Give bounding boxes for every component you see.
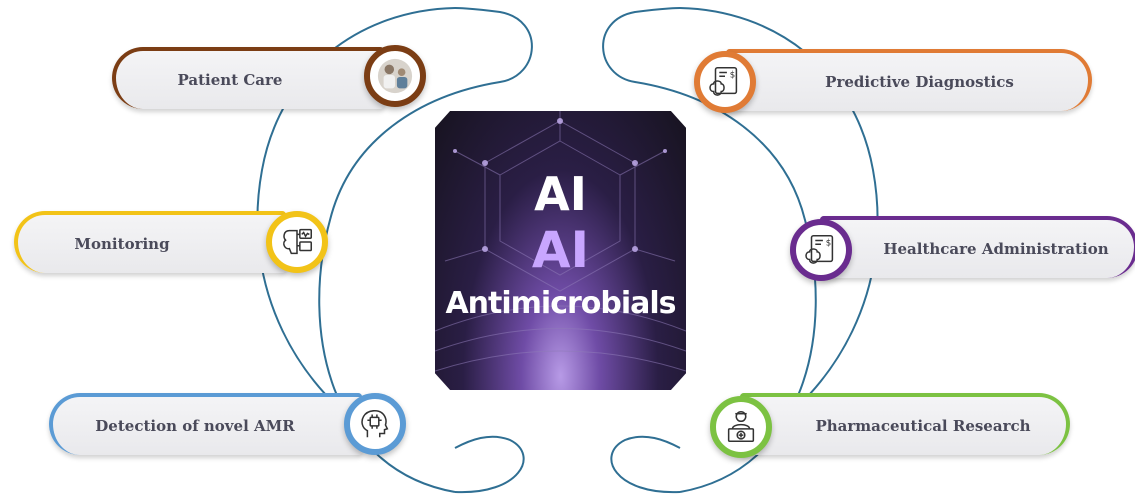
brain-report-icon: $ bbox=[709, 66, 738, 96]
monitoring-label: Monitoring bbox=[74, 235, 170, 253]
pharmaceutical-research-label: Pharmaceutical Research bbox=[815, 417, 1031, 435]
detection-badge bbox=[344, 393, 406, 455]
ai-heading: AI bbox=[534, 167, 587, 221]
pharmaceutical-research-pill: Pharmaceutical Research bbox=[740, 393, 1070, 455]
healthcare-administration-label: Healthcare Administration bbox=[883, 240, 1109, 258]
ai-head-circuit-icon bbox=[361, 410, 389, 438]
monitoring-pill: Monitoring bbox=[14, 211, 286, 273]
patient-care-badge bbox=[364, 45, 426, 107]
patient-care-label: Patient Care bbox=[177, 71, 283, 89]
healthcare-administration-pill: Healthcare Administration bbox=[820, 216, 1135, 278]
pharmaceutical-research-badge bbox=[710, 396, 772, 458]
healthcare-administration-badge: $ bbox=[790, 219, 852, 281]
predictive-diagnostics-pill: Predictive Diagnostics bbox=[726, 49, 1092, 111]
circuit-hexagon-graphic bbox=[435, 111, 686, 372]
predictive-diagnostics-label: Predictive Diagnostics bbox=[825, 73, 1014, 91]
brain-monitor-icon bbox=[283, 228, 313, 255]
detection-pill: Detection of novel AMR bbox=[49, 393, 362, 455]
svg-text:$: $ bbox=[826, 238, 831, 248]
patient-care-pill: Patient Care bbox=[112, 47, 384, 109]
ai-hexagon-label: AI bbox=[531, 221, 590, 279]
monitoring-badge bbox=[266, 211, 328, 273]
doctor-patient-photo-icon bbox=[377, 58, 413, 94]
center-ai-antimicrobials-panel: AI AI Antimicrobials bbox=[435, 111, 686, 390]
svg-text:$: $ bbox=[730, 70, 735, 80]
predictive-diagnostics-badge: $ bbox=[694, 51, 756, 113]
center-title: Antimicrobials bbox=[445, 286, 676, 321]
detection-label: Detection of novel AMR bbox=[95, 417, 295, 435]
pharmacist-icon bbox=[727, 411, 755, 443]
brain-report-icon: $ bbox=[805, 234, 834, 264]
